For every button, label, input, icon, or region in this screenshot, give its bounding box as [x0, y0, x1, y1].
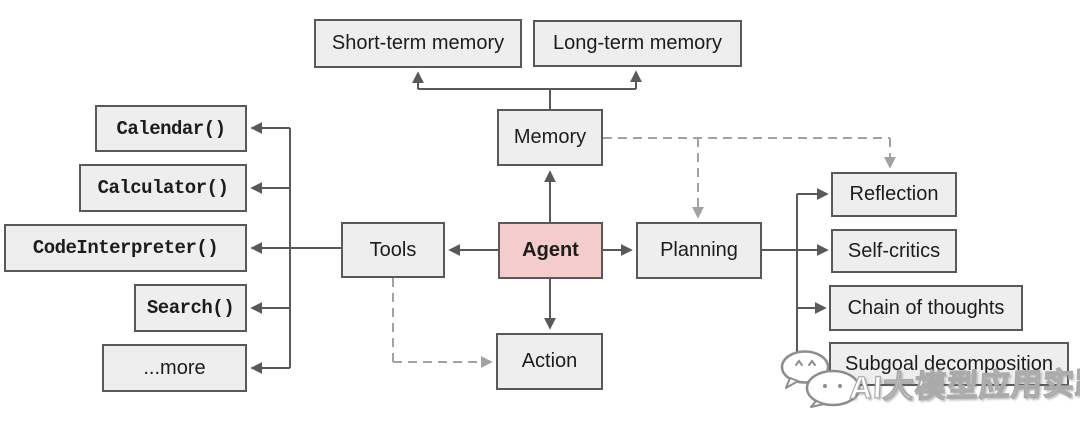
- node-short-term-memory: Short-term memory: [314, 19, 522, 68]
- agent-label: Agent: [522, 239, 579, 261]
- node-subgoal-decomposition: Subgoal decomposition: [829, 342, 1069, 386]
- action-label: Action: [521, 350, 578, 372]
- node-agent: Agent: [498, 222, 603, 279]
- node-calculator: Calculator(): [79, 164, 247, 212]
- calculator-label: Calculator(): [97, 177, 229, 199]
- node-planning: Planning: [636, 222, 762, 279]
- more-label: ...more: [143, 356, 206, 379]
- node-search: Search(): [134, 284, 247, 332]
- subgoal-decomposition-label: Subgoal decomposition: [845, 352, 1053, 375]
- chain-of-thoughts-label: Chain of thoughts: [847, 296, 1005, 319]
- memory-label: Memory: [513, 126, 587, 148]
- tools-label: Tools: [369, 238, 417, 261]
- search-label: Search(): [146, 297, 235, 319]
- long-term-memory-label: Long-term memory: [553, 32, 722, 54]
- node-self-critics: Self-critics: [831, 229, 957, 273]
- node-reflection: Reflection: [831, 172, 957, 217]
- node-memory: Memory: [497, 109, 603, 166]
- planning-label: Planning: [660, 239, 738, 261]
- node-more: ...more: [102, 344, 247, 392]
- node-code-interpreter: CodeInterpreter(): [4, 224, 247, 272]
- reflection-label: Reflection: [849, 183, 939, 205]
- calendar-label: Calendar(): [116, 117, 226, 140]
- self-critics-label: Self-critics: [847, 239, 941, 262]
- short-term-memory-label: Short-term memory: [331, 32, 505, 54]
- node-action: Action: [496, 333, 603, 390]
- code-interpreter-label: CodeInterpreter(): [32, 237, 219, 259]
- node-chain-of-thoughts: Chain of thoughts: [829, 285, 1023, 331]
- node-tools: Tools: [341, 222, 445, 278]
- node-long-term-memory: Long-term memory: [533, 20, 742, 67]
- node-calendar: Calendar(): [95, 105, 247, 152]
